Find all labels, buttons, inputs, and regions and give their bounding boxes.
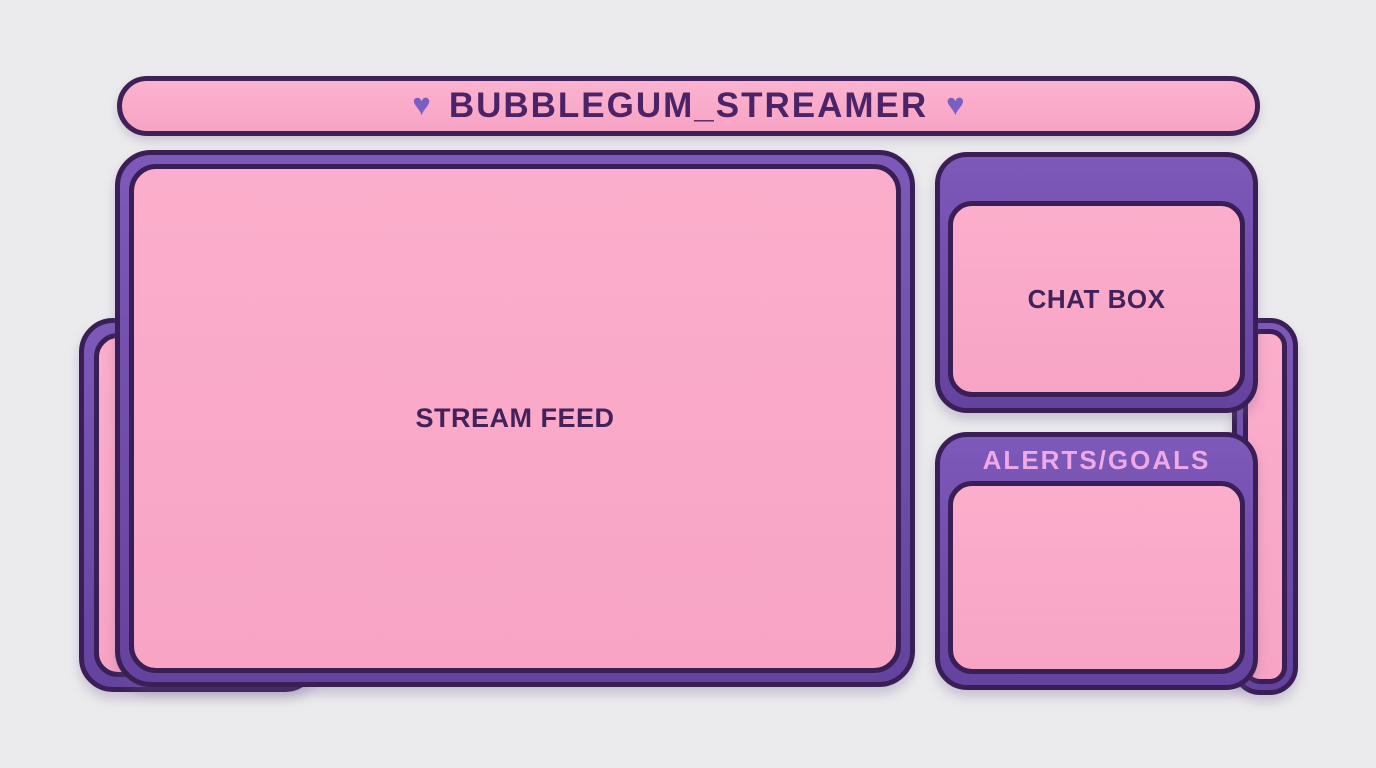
chat-box-panel: CHAT BOX [935, 152, 1258, 413]
chat-box-area: CHAT BOX [948, 201, 1245, 397]
heart-icon-right: ♥ [946, 86, 965, 122]
chat-box-label: CHAT BOX [1027, 283, 1166, 314]
alerts-goals-header: ALERTS/GOALS [982, 444, 1211, 475]
alerts-goals-panel: ALERTS/GOALS [935, 432, 1258, 690]
header-banner: ♥ BUBBLEGUM_STREAMER ♥ [117, 76, 1260, 136]
stream-feed-panel: STREAM FEED [115, 150, 915, 687]
stream-feed-label: STREAM FEED [415, 403, 615, 433]
alerts-goals-area [948, 481, 1245, 674]
stream-feed-area: STREAM FEED [129, 164, 901, 673]
streamer-name-title: BUBBLEGUM_STREAMER [448, 86, 929, 125]
heart-icon-left: ♥ [412, 86, 431, 122]
